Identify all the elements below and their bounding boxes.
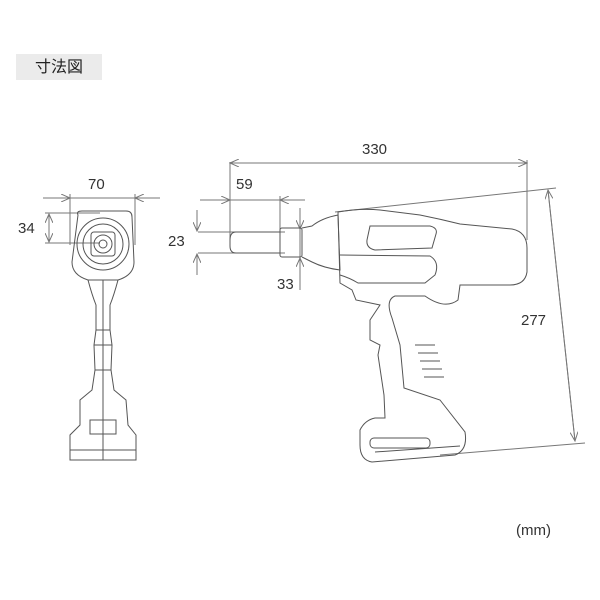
total-length-label: 330 [362, 141, 388, 158]
unit-label: (mm) [516, 522, 551, 539]
page-title: 寸法図 [16, 54, 102, 80]
nose-length-label: 59 [236, 176, 253, 193]
front-view-tool [43, 194, 160, 461]
front-nose-height-label: 34 [18, 220, 35, 237]
chuck-label: 33 [277, 276, 294, 293]
front-width-label: 70 [88, 176, 105, 193]
nose-diameter-label: 23 [168, 233, 185, 250]
height-label: 277 [521, 312, 547, 329]
side-view-tool [197, 160, 586, 463]
